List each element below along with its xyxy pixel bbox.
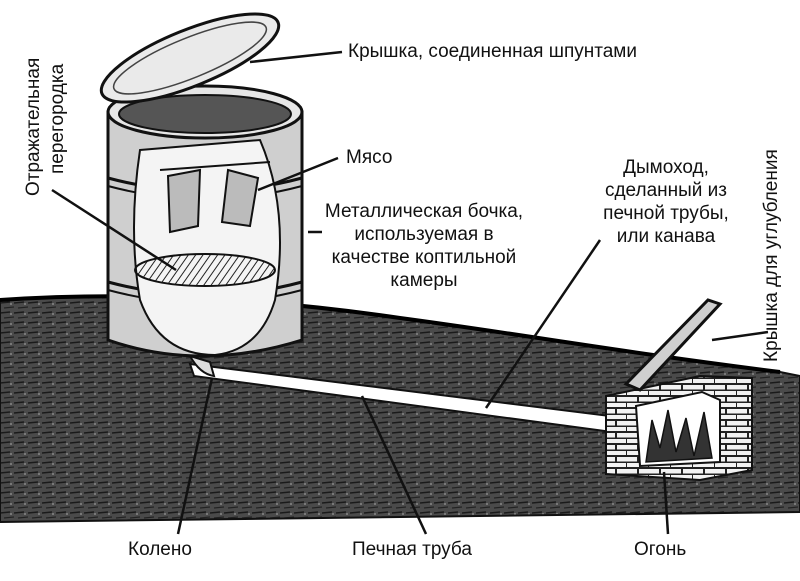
label-chimney-line1: Дымоход,: [623, 157, 709, 178]
label-pit-lid: Крышка для углубления: [761, 149, 782, 362]
label-barrel-line3: качестве коптильной: [331, 247, 517, 268]
meat-right: [220, 168, 260, 228]
label-chimney-line2: сделанный из: [604, 180, 728, 201]
elbow: [187, 354, 216, 378]
label-fire: Огонь: [634, 539, 687, 560]
label-barrel: Металлическая бочка, используемая в каче…: [304, 200, 544, 292]
flames: [645, 409, 713, 463]
meat-left: [166, 168, 202, 234]
label-chimney-line4: или канава: [616, 226, 716, 247]
label-baffle-line2: перегородка: [47, 63, 68, 174]
label-barrel-line1: Металлическая бочка,: [324, 201, 524, 222]
label-lid: Крышка, соединенная шпунтами: [348, 41, 637, 62]
barrel-lid: [99, 12, 281, 104]
label-baffle-line1: Отражательная: [23, 57, 44, 196]
label-barrel-line2: используемая в: [354, 224, 494, 245]
label-pipe: Печная труба: [352, 539, 472, 560]
barrel: [106, 84, 304, 358]
label-chimney-line3: печной трубы,: [603, 203, 729, 224]
label-elbow: Колено: [128, 539, 192, 560]
baffle: [134, 253, 276, 287]
leader-lines: [51, 50, 769, 535]
pit-lid: [623, 298, 723, 392]
label-barrel-line4: камеры: [390, 270, 458, 291]
fire-pit: [605, 374, 753, 482]
label-meat: Мясо: [346, 147, 393, 168]
label-chimney: Дымоход, сделанный из печной трубы, или …: [568, 156, 764, 248]
